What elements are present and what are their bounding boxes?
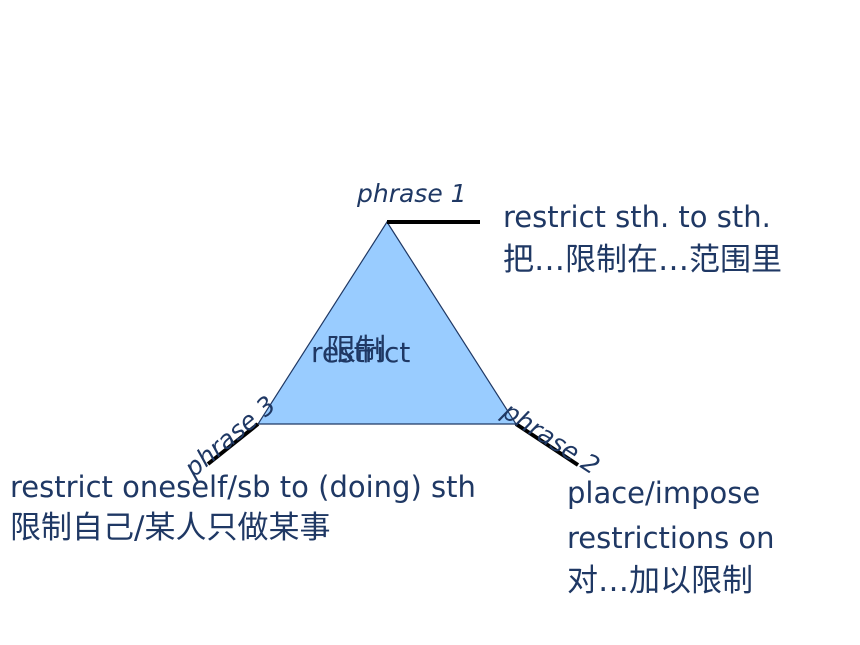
phrase1-english: restrict sth. to sth. <box>503 200 771 234</box>
phrase2-english-line1: place/impose <box>567 476 761 510</box>
center-word-chinese: 限制 <box>326 333 386 368</box>
phrase1-chinese: 把…限制在…范围里 <box>503 242 782 278</box>
phrase3-connector <box>206 422 260 466</box>
center-word-english: restrict <box>311 336 411 369</box>
center-triangle <box>256 220 518 425</box>
phrase1-label: phrase 1 <box>357 179 467 208</box>
phrase2-connector <box>514 422 580 467</box>
phrase3-english: restrict oneself/sb to (doing) sth <box>10 470 476 504</box>
phrase3-chinese: 限制自己/某人只做某事 <box>10 510 331 546</box>
phrase2-chinese: 对…加以限制 <box>567 563 753 599</box>
phrase2-english-line2: restrictions on <box>567 521 775 555</box>
